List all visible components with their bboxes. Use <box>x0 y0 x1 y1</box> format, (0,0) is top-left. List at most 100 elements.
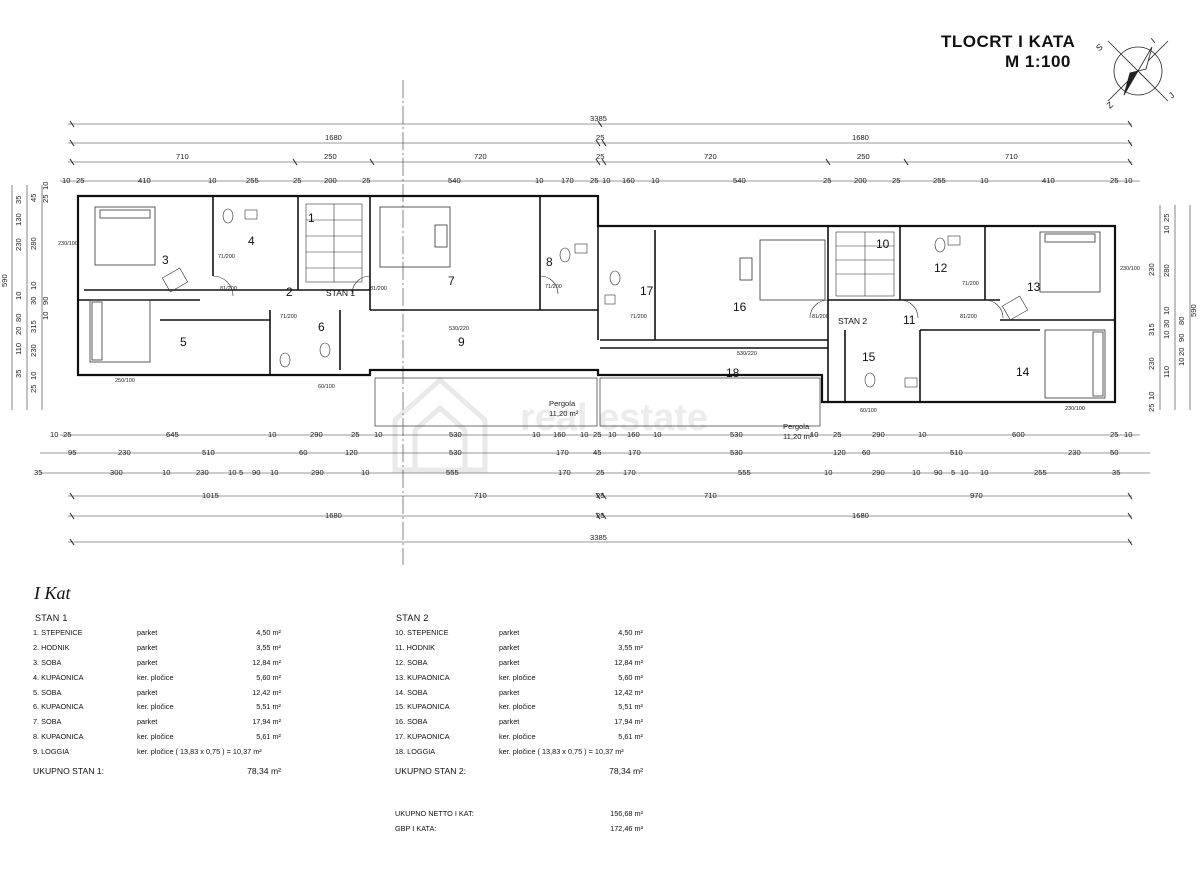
dim-label: 10 <box>918 430 926 439</box>
dim-label: 25 <box>362 176 370 185</box>
dim-label: 25 <box>596 468 604 477</box>
label-pergola1: Pergola <box>549 399 576 408</box>
room-area: 3,55 m² <box>256 642 281 652</box>
opening-label: 60/100 <box>318 384 335 390</box>
room-5: 5 <box>180 335 187 349</box>
dim-label: 255 <box>1034 468 1047 477</box>
dim-label: 160 <box>553 430 566 439</box>
opening-label: 250/100 <box>115 378 135 384</box>
room-material: ker. pločice <box>499 672 536 682</box>
room-11: 11 <box>903 313 916 327</box>
dim-label: 10 <box>580 430 588 439</box>
dim-label: 530 <box>449 448 462 457</box>
room-name: 2. HODNIK <box>33 642 70 652</box>
dim-label: 90 <box>41 297 50 305</box>
room-9: 9 <box>458 335 465 349</box>
dim-label: 290 <box>872 468 885 477</box>
dim-label: 45 <box>29 194 38 202</box>
room-area: 5,51 m² <box>618 702 643 712</box>
room-4: 4 <box>248 234 255 248</box>
room-name: 12. SOBA <box>395 657 428 667</box>
dim-label: 530 <box>449 430 462 439</box>
dim-label: 710 <box>704 491 717 500</box>
dim-label: 315 <box>1147 323 1156 336</box>
dim-label: 1680 <box>325 133 342 142</box>
room-area: 12,42 m² <box>614 687 643 697</box>
dim-label: 110 <box>1162 366 1171 378</box>
dim-label: 10 <box>532 430 540 439</box>
dim-label: 5 <box>951 468 955 477</box>
room-name: 7. SOBA <box>33 717 62 727</box>
opening-label: 71/200 <box>962 281 979 287</box>
room-area: 12,84 m² <box>252 657 281 667</box>
dim-label: 5 <box>239 468 243 477</box>
dim-label: 290 <box>310 430 323 439</box>
room-area: 5,60 m² <box>618 672 643 682</box>
dim-label: 10 <box>1177 358 1186 366</box>
room-area: 4,50 m² <box>618 628 643 637</box>
room-name: 10. STEPENICE <box>395 628 449 637</box>
room-7: 7 <box>448 274 455 288</box>
room-material: parket <box>137 657 158 667</box>
room-area: 17,94 m² <box>614 717 643 727</box>
dim-label: 10 <box>912 468 920 477</box>
room-material: parket <box>137 687 158 697</box>
watermark-logo <box>392 376 488 473</box>
dim-label: 10 <box>62 176 70 185</box>
floor-title: I Kat <box>34 583 71 603</box>
dim-label: 200 <box>324 176 337 185</box>
room-2: 2 <box>286 285 293 299</box>
room-numbers: 1 2 3 4 5 6 7 8 9 10 11 12 13 14 15 16 1… <box>162 211 1041 380</box>
dim-label: 230 <box>29 344 38 357</box>
stan2-total-value: 78,34 m² <box>609 766 643 776</box>
dim-label: 170 <box>561 176 574 185</box>
room-name: 9. LOGGIA <box>33 747 70 757</box>
dim-label: 10 <box>41 312 50 320</box>
dim-label: 10 <box>810 430 818 439</box>
dim-label: 25 <box>823 176 831 185</box>
room-material: ker. pločice ( 13,83 x 0,75 ) = 10,37 m² <box>137 747 262 757</box>
stan1-total-value: 78,34 m² <box>247 766 281 776</box>
opening-label: 81/200 <box>220 286 237 292</box>
dim-label: 60 <box>862 448 870 457</box>
room-material: parket <box>137 642 158 652</box>
room-name: 8. KUPAONICA <box>33 732 84 742</box>
dim-label: 555 <box>446 468 459 477</box>
dim-label: 300 <box>110 468 123 477</box>
opening-label: 530/220 <box>737 351 757 357</box>
room-area: 5,60 m² <box>256 672 281 682</box>
room-13: 13 <box>1027 280 1041 294</box>
dim-label: 25 <box>1147 404 1156 412</box>
opening-labels: 230/100 71/200 81/200 81/200 71/200 71/2… <box>58 241 1140 414</box>
room-material: parket <box>499 717 520 727</box>
dim-label: 130 <box>14 213 23 226</box>
room-14: 14 <box>1016 365 1030 379</box>
opening-label: 71/200 <box>218 254 235 260</box>
dim-label: 590 <box>0 274 9 287</box>
dimension-numbers: 3385 1680 25 1680 710 250 720 25 720 250… <box>34 114 1132 542</box>
room-name: 17. KUPAONICA <box>395 732 450 742</box>
opening-label: 81/200 <box>812 314 829 320</box>
dim-label: 10 <box>824 468 832 477</box>
dim-label: 250 <box>857 152 870 161</box>
dim-label: 290 <box>311 468 324 477</box>
label-stan2: STAN 2 <box>838 316 867 326</box>
dim-label: 25 <box>590 176 598 185</box>
dim-label: 280 <box>1162 264 1171 277</box>
room-area: 5,61 m² <box>256 732 281 742</box>
dim-label: 25 <box>892 176 900 185</box>
dim-label: 10 <box>602 176 610 185</box>
opening-label: 71/200 <box>280 314 297 320</box>
dim-label: 10 <box>1162 331 1171 339</box>
dim-label: 25 <box>41 195 50 203</box>
opening-label: 60/100 <box>860 408 877 414</box>
dim-label: 970 <box>970 491 983 500</box>
